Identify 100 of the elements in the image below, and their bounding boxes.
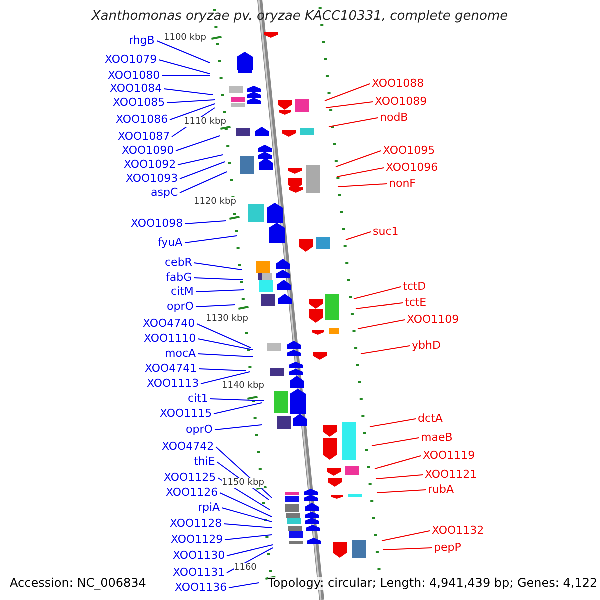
leader-line [376, 474, 424, 480]
gene-label: XOO1121 [425, 468, 478, 481]
gene-label: XOO1113 [147, 377, 200, 390]
gene-label: XOO1095 [383, 144, 436, 157]
gene-label: XOO1115 [160, 407, 212, 420]
leader-line [382, 548, 432, 550]
gene-label: nodB [380, 111, 408, 124]
scale-label: 1150 kbp [222, 478, 264, 488]
leader-line [336, 150, 382, 168]
gene-label: XOO1086 [116, 113, 168, 126]
gene-label: rpiA [198, 501, 220, 514]
gene-label: XOO1080 [108, 69, 160, 82]
scale-label: 1130 kbp [206, 314, 248, 324]
gene-label: XOO1087 [118, 130, 170, 143]
leader-line [194, 278, 244, 280]
gene-label: fyuA [158, 236, 183, 249]
leader-line [184, 220, 226, 224]
leader-line [370, 418, 416, 428]
gene-label: XOO4741 [145, 362, 198, 375]
gene-label: fabG [166, 271, 192, 284]
leader-line [180, 162, 226, 180]
gene-label: pepP [434, 541, 462, 554]
leader-line [184, 236, 238, 244]
gene-label: XOO1128 [170, 517, 222, 530]
gene-label: XOO1085 [113, 96, 166, 109]
leader-line [198, 338, 254, 350]
leader-line [214, 424, 262, 430]
leader-line [196, 304, 236, 308]
gene-label: citM [171, 285, 194, 298]
leader-line [372, 438, 420, 446]
leader-line [180, 172, 228, 194]
leader-line [220, 492, 272, 518]
accession-text: Accession: NC_006834 [10, 577, 146, 590]
gene-label: thiE [194, 455, 216, 468]
gene-label: ybhD [412, 339, 441, 352]
leader-line [376, 490, 426, 494]
leader-line [358, 320, 406, 330]
leader-line [324, 84, 370, 102]
gene-label: XOO1098 [131, 217, 184, 230]
leader-line [198, 368, 246, 372]
leader-line [354, 286, 402, 300]
gene-label: XOO4742 [162, 440, 214, 453]
genome-title: Xanthomonas oryzae pv. oryzae KACC10331, complete genome [90, 10, 510, 23]
gene-label: oprO [167, 300, 194, 313]
genome-stats-text: Topology: circular; Length: 4,941,439 bp; Genes: 4,122 [268, 577, 598, 590]
leader-line [326, 102, 374, 108]
gene-label: rhgB [129, 34, 155, 47]
gene-label: rubA [428, 483, 454, 496]
gene-label: nonF [389, 177, 416, 190]
scale-label: 1110 kbp [184, 117, 226, 127]
leader-line [170, 104, 216, 120]
scale-label: 1140 kbp [222, 381, 264, 391]
leader-line [176, 136, 220, 152]
gene-label: XOO1109 [407, 313, 460, 326]
leader-line [196, 290, 244, 292]
leader-line [198, 354, 254, 358]
gene-label: XOO1089 [375, 95, 428, 108]
scale-label: 1160 [234, 563, 257, 573]
leader-line [338, 184, 388, 188]
gene-label: mocA [165, 347, 196, 360]
leader-line [224, 534, 272, 540]
leader-line [336, 168, 384, 178]
leader-line [210, 398, 264, 402]
gene-label: XOO1129 [171, 533, 224, 546]
leader-line [374, 456, 422, 470]
gene-label: XOO1090 [122, 144, 174, 157]
leader-line [196, 324, 252, 348]
gene-label: XOO1096 [386, 161, 438, 174]
gene-label: oprO [186, 423, 213, 436]
leader-line [156, 40, 210, 64]
gene-label: XOO1084 [110, 82, 162, 95]
gene-label: tctD [403, 280, 426, 293]
leader-line [222, 508, 272, 522]
gene-label: XOO1110 [144, 332, 196, 345]
leader-line [382, 530, 430, 542]
leader-line [226, 544, 274, 556]
scale-label: 1100 kbp [164, 33, 206, 43]
gene-label: XOO1125 [164, 471, 216, 484]
leader-line [360, 346, 410, 354]
leader-line [346, 232, 372, 240]
gene-label: cit1 [188, 392, 208, 405]
gene-label: XOO1130 [173, 549, 226, 562]
gene-label: XOO1092 [124, 158, 176, 171]
leader-line [224, 524, 272, 528]
scale-label: 1120 kbp [194, 197, 236, 207]
gene-label: dctA [418, 412, 443, 425]
leader-line [328, 118, 378, 128]
gene-label: XOO4740 [143, 317, 196, 330]
gene-label: tctE [405, 296, 427, 309]
gene-label: maeB [421, 431, 453, 444]
leader-line [200, 372, 250, 384]
gene-label: XOO1126 [166, 486, 218, 499]
leader-line [166, 100, 216, 104]
gene-label: suc1 [373, 225, 399, 238]
leader-line [228, 582, 260, 588]
leader-line [356, 302, 404, 310]
gene-label: XOO1088 [372, 77, 424, 90]
leader-line [164, 88, 214, 96]
gene-label: aspC [151, 186, 178, 199]
leader-line [226, 548, 274, 574]
